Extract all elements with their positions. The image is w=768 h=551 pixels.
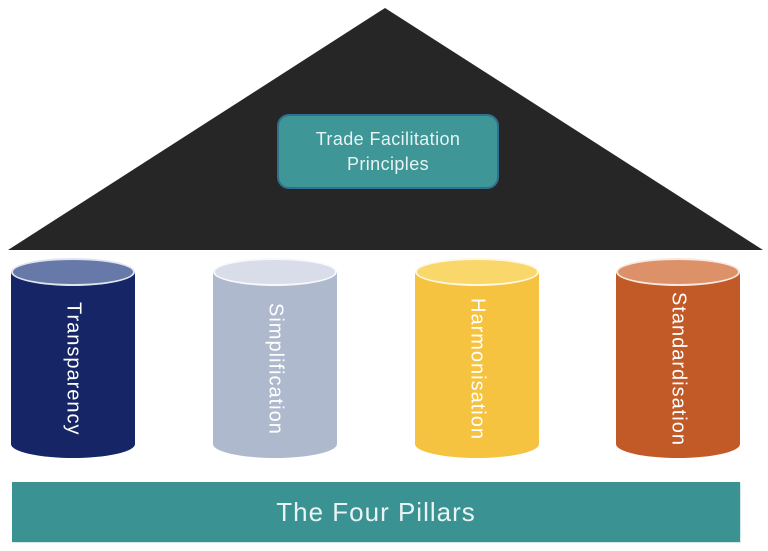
- base-bar-label: The Four Pillars: [276, 496, 476, 527]
- pillar-standardisation-cap: [616, 258, 740, 286]
- pillar-harmonisation: Harmonisation: [415, 258, 539, 458]
- roof-label-box: Trade Facilitation Principles: [277, 114, 499, 189]
- pillar-transparency: Transparency: [11, 258, 135, 458]
- pillar-harmonisation-cap: [415, 258, 539, 286]
- pillar-harmonisation-label: Harmonisation: [466, 298, 489, 440]
- pillar-transparency-body: Transparency: [11, 272, 135, 458]
- pillar-standardisation: Standardisation: [616, 258, 740, 458]
- roof-label-text: Trade Facilitation Principles: [315, 128, 461, 174]
- pillar-simplification-cap: [213, 258, 337, 286]
- pillar-standardisation-label: Standardisation: [667, 292, 690, 446]
- pillar-simplification: Simplification: [213, 258, 337, 458]
- pillar-simplification-body: Simplification: [213, 272, 337, 458]
- pillar-simplification-label: Simplification: [264, 303, 287, 435]
- base-bar: The Four Pillars: [12, 482, 740, 542]
- pillar-harmonisation-body: Harmonisation: [415, 272, 539, 458]
- pillar-standardisation-body: Standardisation: [616, 272, 740, 458]
- pillar-transparency-label: Transparency: [62, 302, 85, 436]
- pillar-transparency-cap: [11, 258, 135, 286]
